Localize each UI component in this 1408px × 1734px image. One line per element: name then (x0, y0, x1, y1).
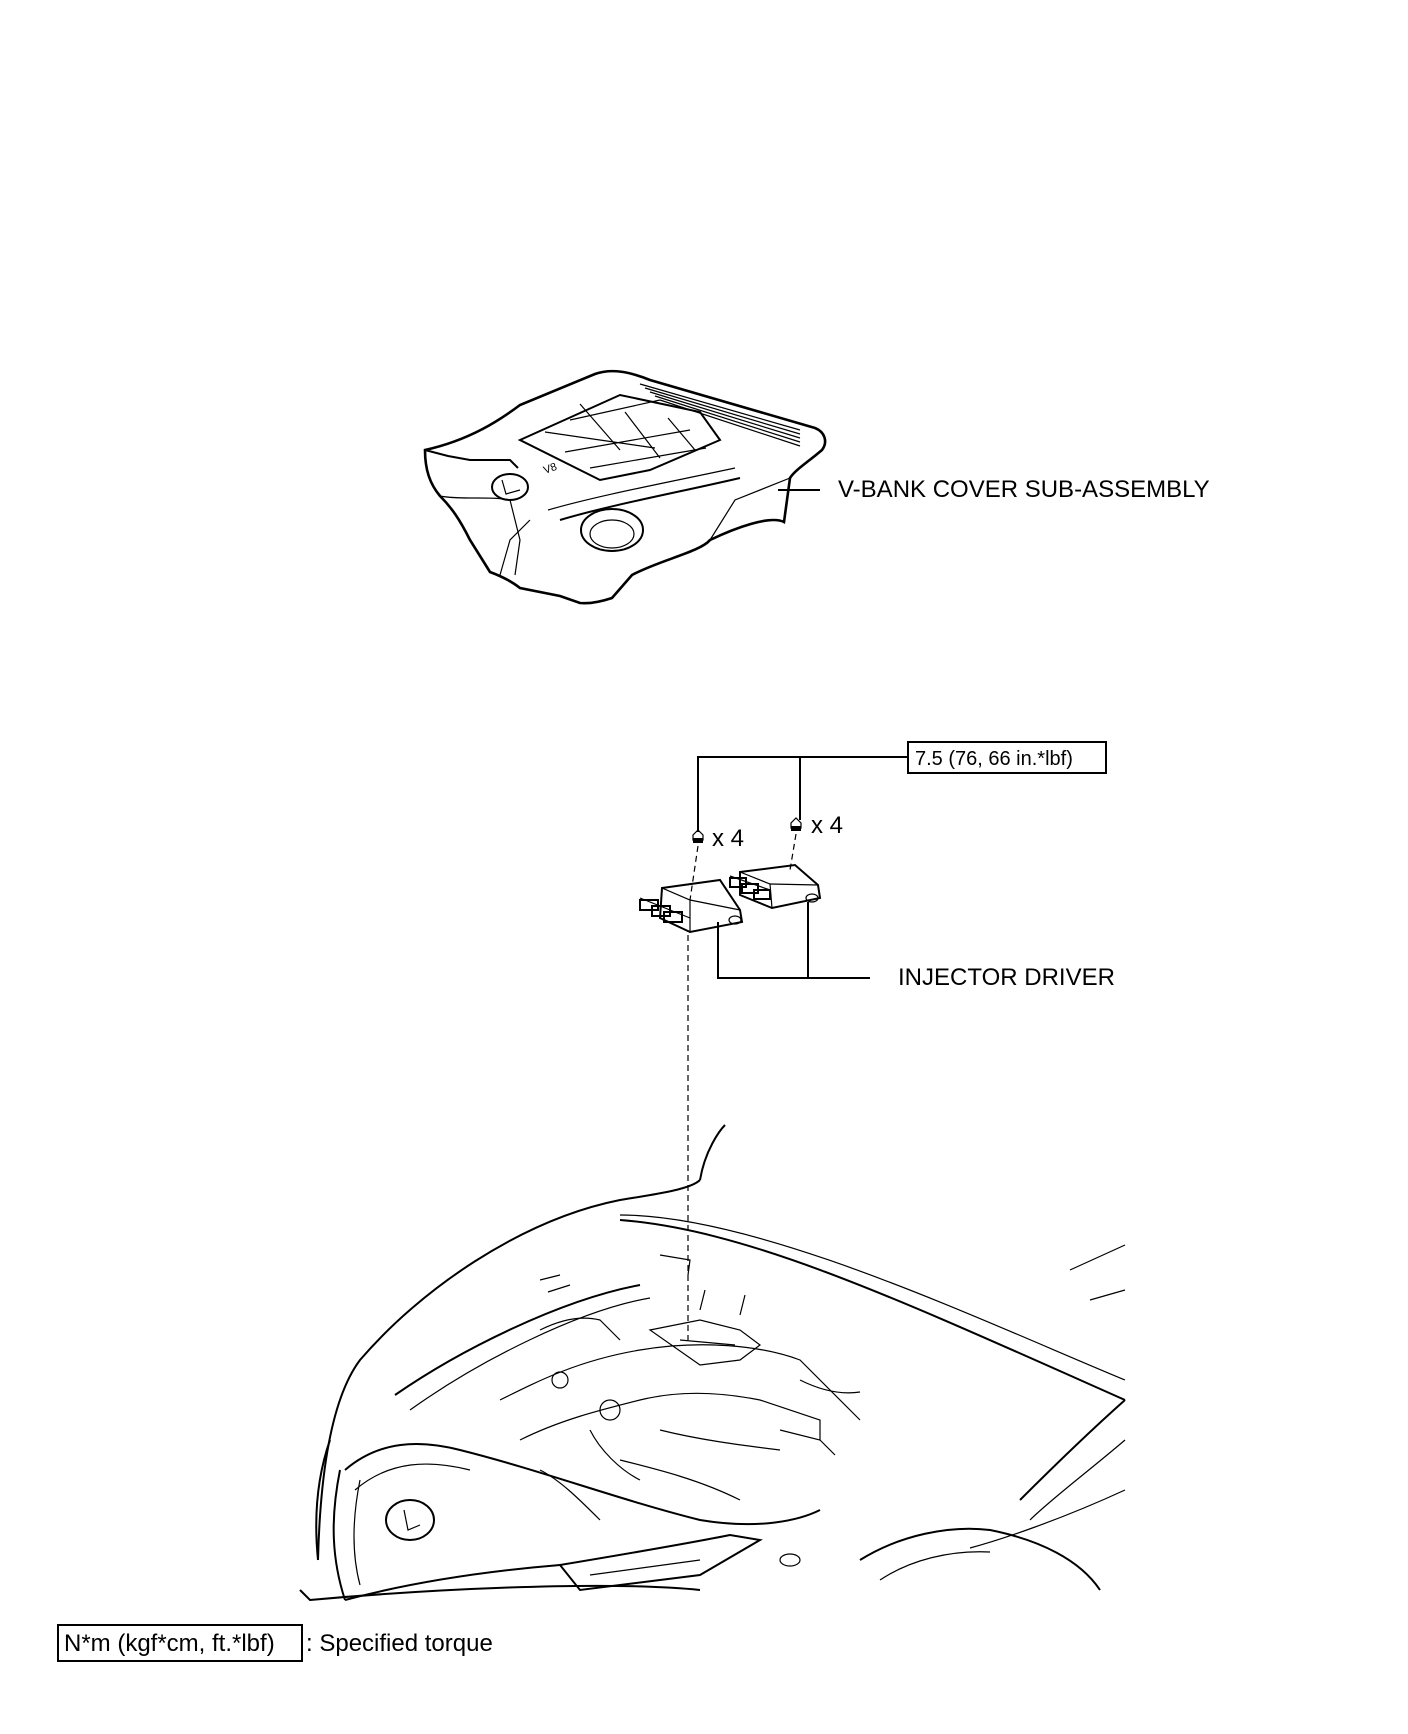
torque-leader-line (697, 756, 908, 832)
injector-driver-right-illustration (729, 863, 822, 910)
vehicle-engine-bay-illustration (299, 1124, 1126, 1602)
nut-icon-right (790, 817, 802, 831)
torque-legend-description: : Specified torque (306, 1630, 493, 1657)
v-bank-cover-illustration: V8 (423, 369, 827, 605)
injector-driver-leader-line (717, 922, 870, 979)
injector-driver-label: INJECTOR DRIVER (898, 964, 1115, 991)
cover-badge-text: V8 (542, 461, 559, 477)
injector-driver-left-illustration (639, 878, 744, 934)
nut-quantity-right: x 4 (811, 812, 843, 839)
nut-icon-left (692, 829, 704, 843)
torque-unit-legend-box (57, 1624, 303, 1662)
nut-quantity-left: x 4 (712, 825, 744, 852)
torque-value-label: 7.5 (76, 66 in.*lbf) (915, 748, 1073, 770)
v-bank-cover-label: V-BANK COVER SUB-ASSEMBLY (838, 476, 1210, 503)
torque-unit-legend-text: N*m (kgf*cm, ft.*lbf) (64, 1630, 275, 1657)
